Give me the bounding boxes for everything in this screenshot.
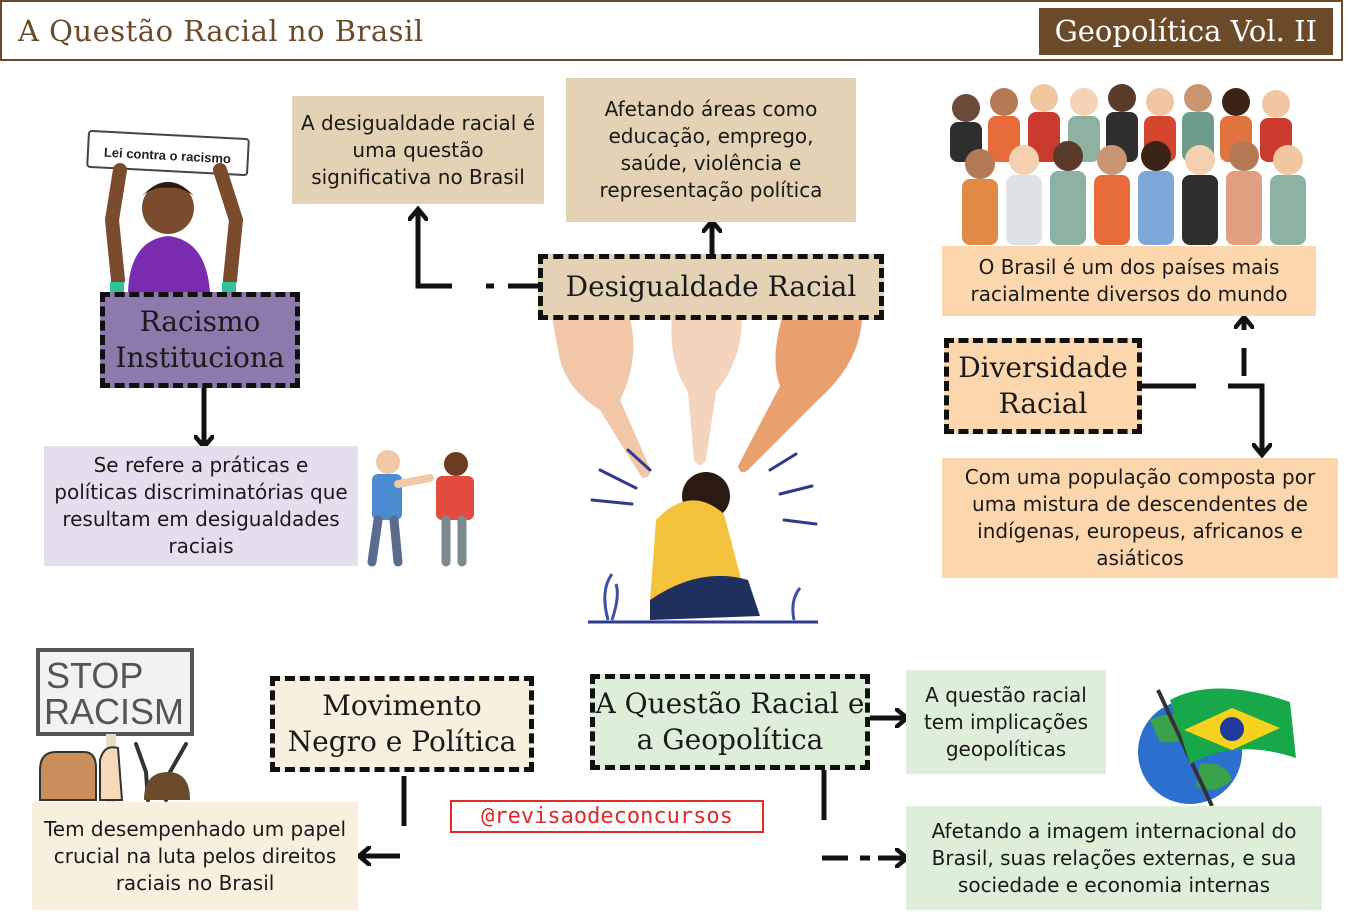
pointing-hands-illustration <box>552 318 862 478</box>
questao-geopolitica-node: A Questão Racial e a Geopolítica <box>590 674 870 770</box>
movimento-box-text: Tem desempenhado um papel crucial na lut… <box>43 816 347 895</box>
desigualdade-top-text: Afetando áreas como educação, emprego, s… <box>599 97 823 202</box>
page-title: A Questão Racial no Brasil <box>18 14 424 48</box>
desigualdade-racial-label: Desigualdade Racial <box>565 270 857 303</box>
diversidade-top-text: O Brasil é um dos países mais racialment… <box>970 255 1288 306</box>
racismo-box-text: Se refere a práticas e políticas discrim… <box>54 453 348 558</box>
protest-sign-text: Lei contra o racismo <box>104 145 232 167</box>
desigualdade-left-box: A desigualdade racial é uma questão sign… <box>292 96 544 204</box>
geopolitica-top-box: A questão racial tem implicações geopolí… <box>906 670 1106 774</box>
movimento-negro-label: Movimento Negro e Política <box>287 689 517 758</box>
geopolitica-bottom-box: Afetando a imagem internacional do Brasi… <box>906 806 1322 910</box>
protester-illustration: Lei contra o racismo <box>86 129 250 292</box>
discrimination-illustration <box>367 450 474 567</box>
diversidade-bottom-box: Com uma população composta por uma mistu… <box>942 458 1338 578</box>
diversidade-bottom-text: Com uma população composta por uma mistu… <box>964 465 1316 570</box>
connector-lines <box>204 210 1262 858</box>
diversidade-top-box: O Brasil é um dos países mais racialment… <box>942 246 1316 316</box>
globe-flag-illustration <box>1138 688 1296 807</box>
racismo-institucional-node: Racismo Instituciona <box>100 292 300 388</box>
geopolitica-top-text: A questão racial tem implicações geopolí… <box>923 682 1089 761</box>
racismo-institucional-label: Racismo Instituciona <box>115 305 285 374</box>
watermark-handle: @revisaodeconcursos <box>450 800 764 833</box>
desigualdade-left-text: A desigualdade racial é uma questão sign… <box>300 110 535 189</box>
movimento-negro-node: Movimento Negro e Política <box>270 676 534 772</box>
diversidade-racial-label: Diversidade Racial <box>958 351 1128 420</box>
questao-geopolitica-label: A Questão Racial e a Geopolítica <box>595 687 865 756</box>
geopolitica-bottom-text: Afetando a imagem internacional do Brasi… <box>931 818 1297 897</box>
stop-sign-line1: STOP <box>46 655 143 696</box>
diversidade-racial-node: Diversidade Racial <box>944 338 1142 434</box>
header-bar: A Questão Racial no Brasil Geopolítica V… <box>0 0 1343 61</box>
stop-racism-sign-illustration: STOP RACISM <box>36 648 194 804</box>
desigualdade-racial-node: Desigualdade Racial <box>538 254 884 320</box>
sad-person-illustration <box>588 448 818 624</box>
movimento-box: Tem desempenhado um papel crucial na lut… <box>32 802 358 910</box>
racismo-box: Se refere a práticas e políticas discrim… <box>44 446 358 566</box>
desigualdade-top-box: Afetando áreas como educação, emprego, s… <box>566 78 856 222</box>
stop-sign-line2: RACISM <box>44 691 184 732</box>
crowd-illustration <box>950 84 1306 245</box>
volume-badge: Geopolítica Vol. II <box>1038 8 1333 55</box>
